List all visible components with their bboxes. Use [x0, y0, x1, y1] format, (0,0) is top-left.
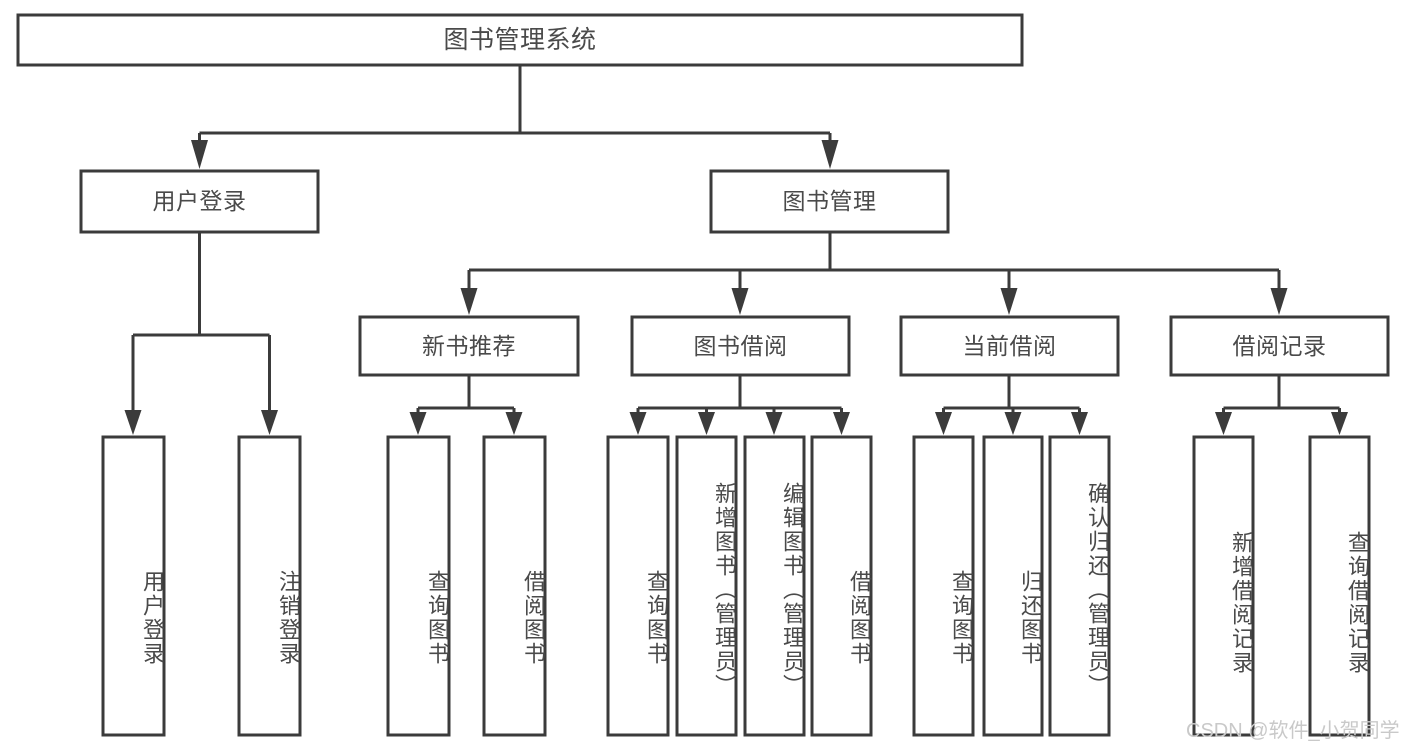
node-box-leaf-add-borrow-record[interactable] — [1192, 435, 1255, 737]
arrow-head-leaf-add-book — [698, 412, 715, 435]
arrow-head-leaf-add-borrow-record — [1215, 412, 1232, 435]
arrow-head-leaf-borrow-book-1 — [505, 412, 523, 435]
arrow-head-book-borrow — [731, 288, 749, 315]
node-box-book-manage[interactable] — [709, 169, 950, 234]
node-box-borrow-record[interactable] — [1169, 315, 1390, 377]
connector-user-login-to-leaves — [124, 232, 278, 435]
connector-root-to-level2 — [191, 65, 839, 169]
connector-new-book-recommend-to-leaves — [409, 375, 523, 435]
node-box-leaf-query-book-3[interactable] — [912, 435, 975, 737]
arrow-head-book-manage — [821, 140, 839, 169]
arrow-head-leaf-edit-book — [765, 412, 783, 435]
arrow-head-leaf-query-borrow-record — [1331, 412, 1348, 435]
connector-current-borrow-to-leaves — [935, 375, 1088, 435]
connector-book-manage-to-level3 — [460, 232, 1288, 315]
arrow-head-current-borrow — [1000, 288, 1018, 315]
node-box-leaf-add-book[interactable] — [675, 435, 738, 737]
connector-borrow-record-to-leaves — [1215, 375, 1348, 435]
arrow-head-leaf-query-book-3 — [935, 412, 952, 435]
connector-book-borrow-to-leaves — [629, 375, 850, 435]
node-box-current-borrow[interactable] — [899, 315, 1120, 377]
node-box-leaf-logout-login[interactable] — [237, 435, 302, 737]
node-box-leaf-query-borrow-record[interactable] — [1308, 435, 1371, 737]
arrow-head-leaf-return-book — [1004, 412, 1022, 435]
node-box-book-borrow[interactable] — [630, 315, 851, 377]
node-box-leaf-edit-book[interactable] — [743, 435, 806, 737]
node-box-user-login[interactable] — [79, 169, 320, 234]
node-box-leaf-query-book-1[interactable] — [386, 435, 451, 737]
arrow-head-leaf-confirm-return — [1071, 412, 1088, 435]
arrow-head-borrow-record — [1270, 288, 1288, 315]
node-box-leaf-borrow-book-1[interactable] — [482, 435, 547, 737]
node-box-leaf-query-book-2[interactable] — [606, 435, 670, 737]
arrow-head-leaf-logout-login — [261, 410, 278, 435]
arrow-head-leaf-query-book-2 — [629, 412, 647, 435]
node-box-root[interactable] — [16, 13, 1024, 67]
node-box-leaf-return-book[interactable] — [982, 435, 1044, 737]
arrow-head-user-login — [191, 140, 208, 169]
node-box-new-book-recommend[interactable] — [358, 315, 580, 377]
arrow-head-leaf-query-book-1 — [409, 412, 427, 435]
arrow-head-leaf-borrow-book-2 — [833, 412, 850, 435]
arrow-head-new-book-recommend — [460, 288, 478, 315]
node-box-leaf-borrow-book-2[interactable] — [810, 435, 873, 737]
node-box-leaf-user-login[interactable] — [101, 435, 166, 737]
node-box-leaf-confirm-return[interactable] — [1048, 435, 1111, 737]
arrow-head-leaf-user-login — [124, 410, 142, 435]
